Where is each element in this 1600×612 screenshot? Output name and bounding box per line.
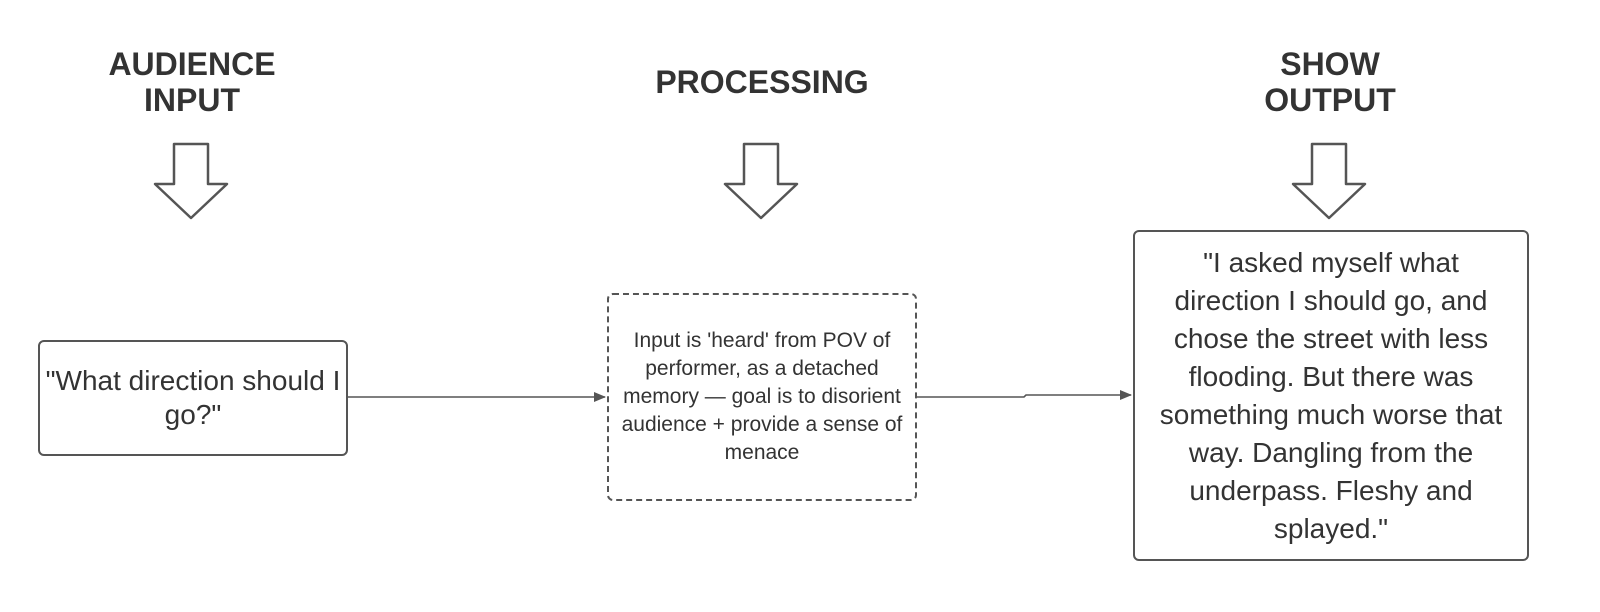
down-arrow-icon: [1291, 142, 1367, 220]
show-output-text: "I asked myself what direction I should …: [1159, 246, 1503, 544]
audience-input-box: "What direction should I go?": [38, 340, 348, 456]
show-output-box: "I asked myself what direction I should …: [1133, 230, 1529, 561]
heading-line: SHOW: [1280, 46, 1380, 82]
processing-box: Input is 'heard' from POV of performer, …: [607, 293, 917, 501]
connector-processing-to-output: [917, 390, 1132, 400]
down-arrow-icon: [153, 142, 229, 220]
processing-text: Input is 'heard' from POV of performer, …: [621, 329, 903, 464]
heading-line: AUDIENCE: [108, 46, 276, 82]
heading-line: OUTPUT: [1264, 82, 1396, 118]
heading-show-output: SHOW OUTPUT: [1230, 46, 1430, 118]
heading-processing: PROCESSING: [612, 64, 912, 100]
heading-audience-input: AUDIENCE INPUT: [92, 46, 292, 118]
heading-line: PROCESSING: [655, 64, 869, 100]
audience-input-text: "What direction should I go?": [45, 365, 341, 430]
down-arrow-icon: [723, 142, 799, 220]
heading-line: INPUT: [144, 82, 240, 118]
